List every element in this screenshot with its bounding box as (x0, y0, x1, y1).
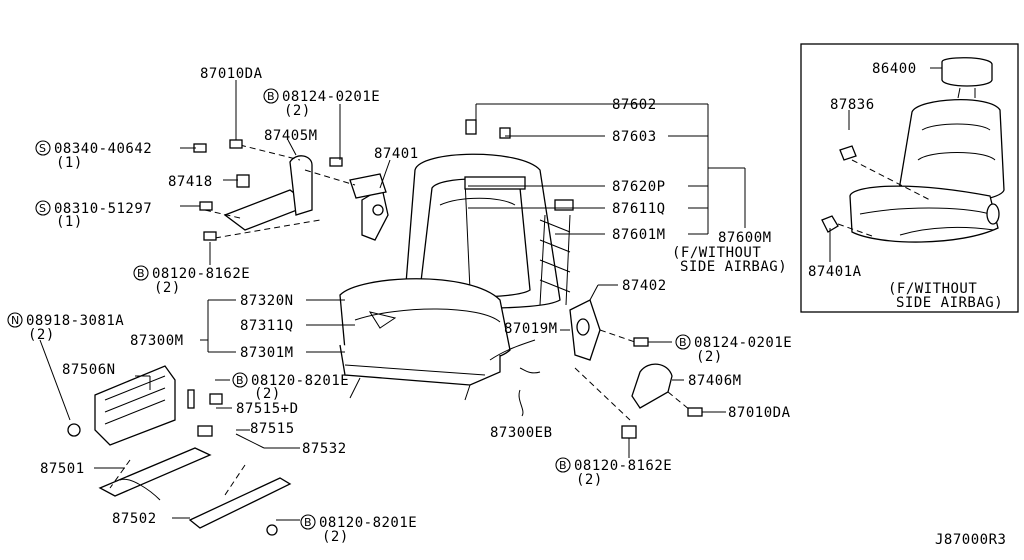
bolt-symbol-b-4 (232, 372, 248, 388)
label-87401a: 87401A (808, 264, 862, 280)
slide-rails (67, 365, 292, 536)
label-08120-left: 08120-8162E (152, 266, 250, 282)
label-08124-right: 08124-0201E (694, 335, 792, 351)
note-without-airbag-inset-1: (F/WITHOUT (888, 281, 977, 297)
bolt-symbol-b-text: B (267, 90, 275, 103)
release-cable (489, 339, 541, 417)
qty-08124-right: (2) (696, 349, 723, 365)
label-08918: 08918-3081A (26, 313, 124, 329)
label-08120-8201-bot: 08120-8201E (319, 515, 417, 531)
label-87320n: 87320N (240, 293, 294, 309)
label-87532: 87532 (302, 441, 347, 457)
inset-frame (800, 43, 1019, 313)
nut-symbol-n (7, 312, 23, 328)
screw-symbol-s-2-text: S (39, 202, 46, 215)
label-87506n: 87506N (62, 362, 116, 378)
label-08340: 08340-40642 (54, 141, 152, 157)
qty-08120-right: (2) (576, 472, 603, 488)
bolt-symbol-b-5 (555, 457, 571, 473)
label-87300m: 87300M (130, 333, 184, 349)
label-08120-8201-mid: 08120-8201E (251, 373, 349, 389)
bolt-symbol-b-2 (133, 265, 149, 281)
inset-seat-drawing (821, 57, 1005, 262)
qty-08340: (1) (56, 155, 83, 171)
seat-cushion-drawing (339, 278, 511, 401)
label-87611q: 87611Q (612, 201, 666, 217)
label-87418: 87418 (168, 174, 213, 190)
leader-lines (39, 67, 942, 521)
label-08120-right: 08120-8162E (574, 458, 672, 474)
label-86400: 86400 (872, 61, 917, 77)
label-08310: 08310-51297 (54, 201, 152, 217)
label-87501: 87501 (40, 461, 85, 477)
note-without-airbag-inset-2: SIDE AIRBAG) (896, 295, 1003, 311)
diagram-id: J87000R3 (935, 532, 1006, 548)
label-87602: 87602 (612, 97, 657, 113)
label-87620p: 87620P (612, 179, 666, 195)
part-labels: 87010DA B 08124-0201E (2) S 08340-40642 … (7, 61, 1006, 548)
screw-symbol-s-2 (35, 200, 51, 216)
label-87010da-top: 87010DA (200, 66, 263, 82)
qty-08120-8201-bot: (2) (322, 529, 349, 545)
label-87010da-right: 87010DA (728, 405, 791, 421)
note-without-airbag-center-2: SIDE AIRBAG) (680, 259, 787, 275)
right-brackets (569, 299, 703, 439)
label-87515-d: 87515+D (236, 401, 299, 417)
bolt-symbol-b-4-text: B (236, 374, 244, 387)
bolt-symbol-b-2-text: B (137, 267, 145, 280)
bolt-symbol-b-6 (300, 514, 316, 530)
label-87019m: 87019M (504, 321, 558, 337)
label-87406m: 87406M (688, 373, 742, 389)
label-87502: 87502 (112, 511, 157, 527)
qty-08124-top: (2) (284, 103, 311, 119)
qty-08120-left: (2) (154, 280, 181, 296)
bolt-symbol-b-6-text: B (304, 516, 312, 529)
fasteners-top (193, 119, 511, 241)
nut-symbol-n-text: N (11, 314, 19, 327)
label-87600m: 87600M (718, 230, 772, 246)
screw-symbol-s-text: S (39, 142, 46, 155)
label-87603: 87603 (612, 129, 657, 145)
qty-08918: (2) (28, 327, 55, 343)
seat-back-drawing (404, 153, 574, 309)
bolt-symbol-b-3-text: B (679, 336, 687, 349)
label-87405m: 87405M (264, 128, 318, 144)
label-87300eb: 87300EB (490, 425, 553, 441)
note-without-airbag-center-1: (F/WITHOUT (672, 245, 761, 261)
label-87402: 87402 (622, 278, 667, 294)
label-87515: 87515 (250, 421, 295, 437)
qty-08310: (1) (56, 214, 83, 230)
label-87601m: 87601M (612, 227, 666, 243)
bolt-symbol-b-5-text: B (559, 459, 567, 472)
bolt-symbol-b (263, 88, 279, 104)
label-08124-top: 08124-0201E (282, 89, 380, 105)
label-87301m: 87301M (240, 345, 294, 361)
label-87311q: 87311Q (240, 318, 294, 334)
screw-symbol-s (35, 140, 51, 156)
qty-08120-8201-mid: (2) (254, 386, 281, 402)
label-87401: 87401 (374, 146, 419, 162)
label-87836: 87836 (830, 97, 875, 113)
left-brackets (204, 144, 389, 241)
bolt-symbol-b-3 (675, 334, 691, 350)
